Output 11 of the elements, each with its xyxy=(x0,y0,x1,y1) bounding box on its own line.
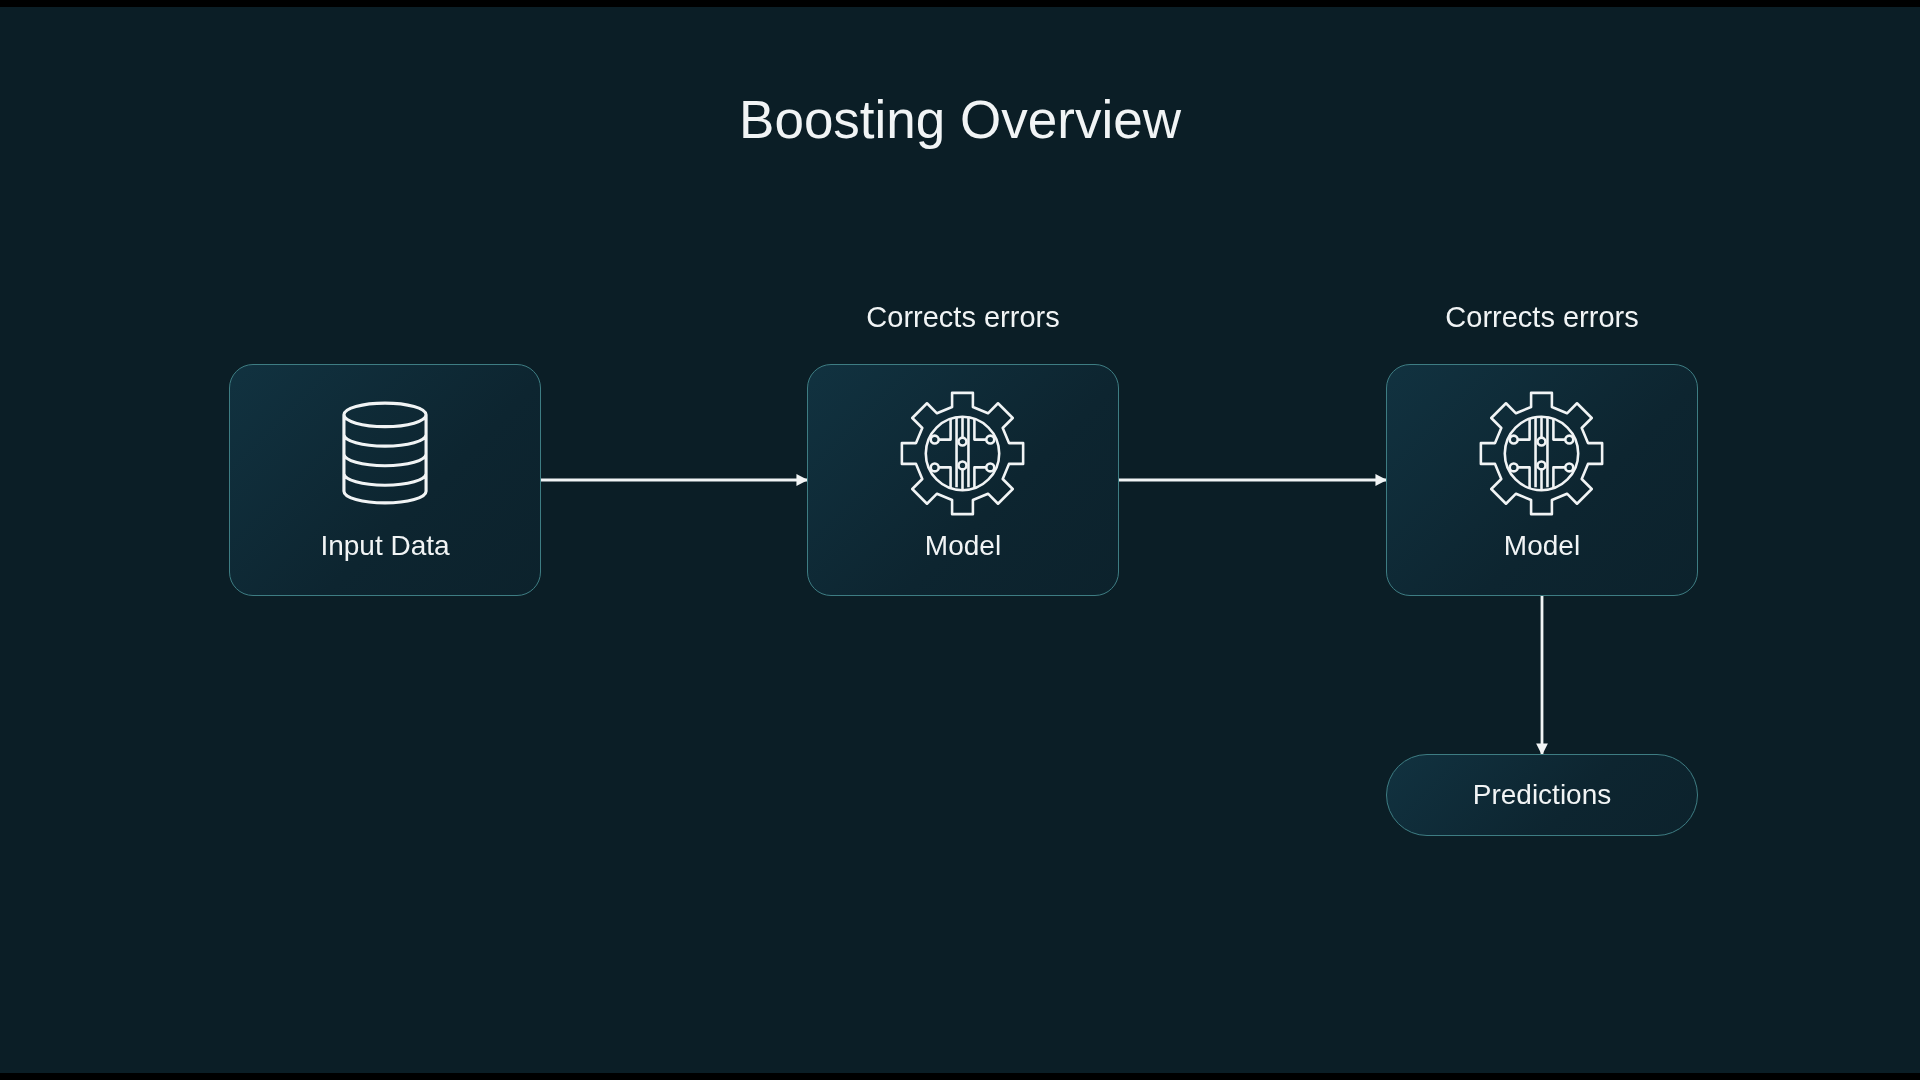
arrow xyxy=(1536,596,1548,756)
process-box xyxy=(229,364,541,596)
node-label: Predictions xyxy=(1472,777,1612,812)
node-label: Model xyxy=(1503,529,1581,563)
diagram-title: Boosting Overview xyxy=(739,89,1181,151)
node-label: Model xyxy=(924,529,1002,563)
node-heading: Corrects errors xyxy=(1445,300,1639,335)
node-label: Input Data xyxy=(320,529,450,563)
arrow xyxy=(541,474,809,486)
node-heading: Corrects errors xyxy=(866,300,1060,335)
arrow xyxy=(1119,474,1388,486)
